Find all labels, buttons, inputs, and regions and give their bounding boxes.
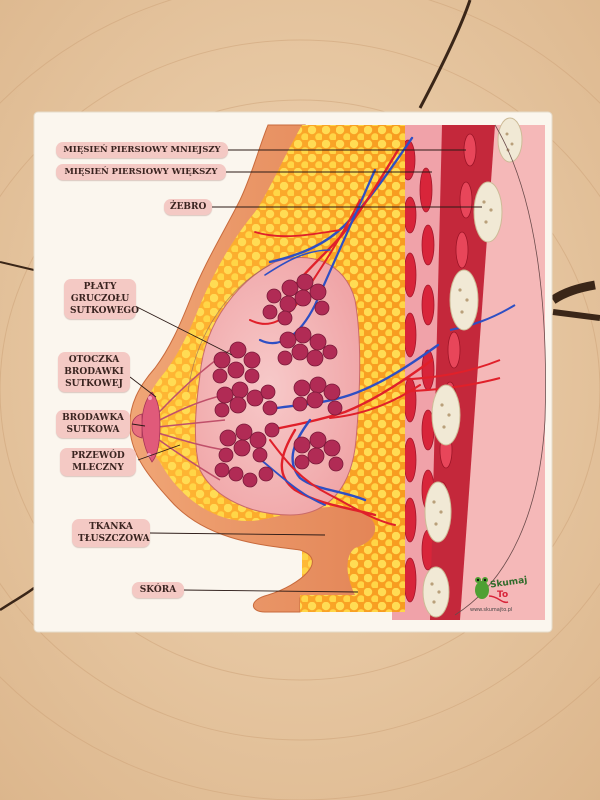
label-rib: ŻEBRO (164, 199, 212, 215)
label-fat-tissue: TKANKA TŁUSZCZOWA (72, 519, 150, 547)
label-pectoralis-minor: MIĘSIEŃ PIERSIOWY MNIEJSZY (56, 142, 228, 158)
label-nipple: BRODAWKA SUTKOWA (56, 410, 130, 438)
logo-brand-line2: To (497, 590, 509, 600)
nipple (131, 413, 143, 439)
areola (141, 391, 161, 463)
chest-outline (454, 124, 546, 616)
mammary-lobes (212, 273, 344, 488)
label-pectoralis-major: MIĘSIEŃ PIERSIOWY WIĘKSZY (56, 164, 226, 180)
logo-frog-icon (475, 577, 509, 604)
leader-lines (129, 149, 482, 593)
label-milk-duct: PRZEWÓD MLECZNY (60, 448, 136, 476)
label-skin: SKÓRA (132, 582, 184, 598)
label-areola: OTOCZKA BRODAWKI SUTKOWEJ (58, 352, 130, 392)
logo-url: www.skumajto.pl (470, 607, 513, 613)
label-mammary-lobes: PŁATY GRUCZOŁU SUTKOWEGO (64, 279, 139, 319)
ribs (422, 117, 523, 618)
